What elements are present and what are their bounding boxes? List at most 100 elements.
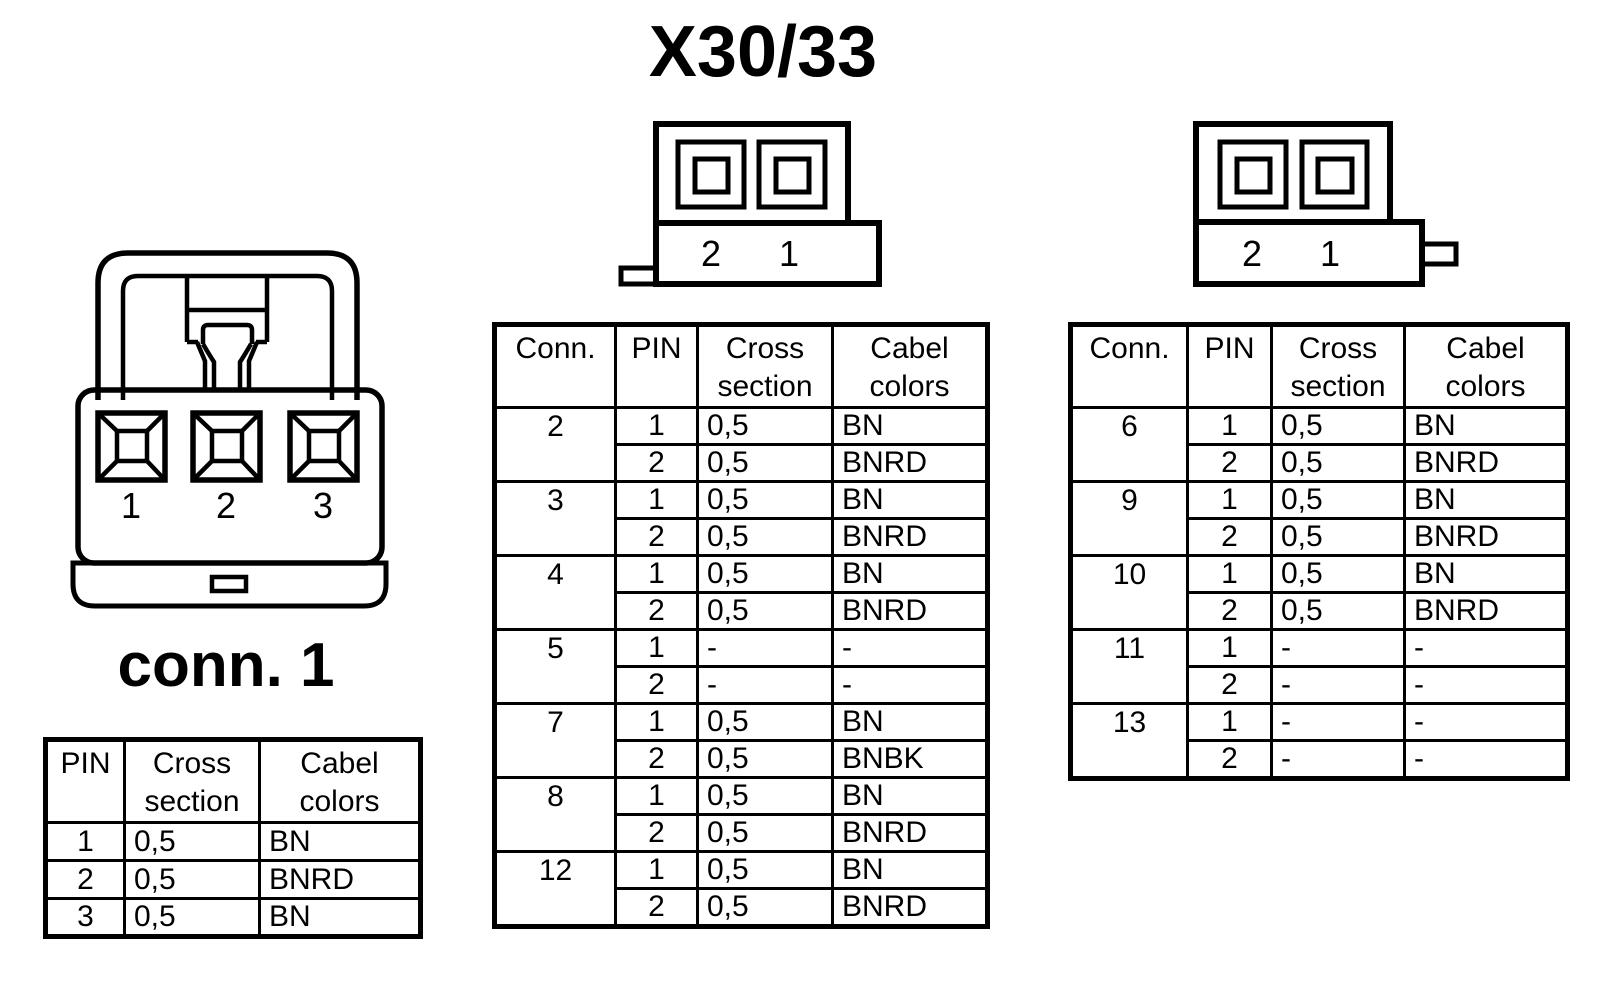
conn-number: 5	[493, 628, 617, 705]
side-tab	[1419, 241, 1459, 267]
cross-section: 0,5	[123, 897, 261, 938]
column-header: PIN	[44, 738, 126, 824]
cross-section: -	[1270, 739, 1406, 780]
pin-number: 2	[1186, 665, 1273, 705]
connector-base	[70, 560, 389, 609]
connector-right-drawing: 2 1	[1193, 121, 1459, 287]
cable-color: BN	[258, 821, 422, 862]
column-header: Cross section	[1270, 323, 1406, 409]
cable-color: BN	[831, 776, 989, 816]
pin-cavity-2	[1217, 139, 1289, 210]
conn-number: 12	[493, 850, 617, 928]
conn-number: 2	[493, 406, 617, 483]
cable-color: -	[831, 628, 989, 668]
pin-number: 2	[614, 591, 699, 631]
pin-number-label: 3	[313, 485, 333, 526]
conn-number: 13	[1069, 702, 1189, 780]
cross-section: -	[696, 628, 834, 668]
pin-number: 1	[614, 850, 699, 890]
column-header: Cabel colors	[1403, 323, 1569, 409]
pin-cavity-1	[756, 139, 828, 210]
base-slot	[209, 574, 249, 594]
column-header: Cabel colors	[258, 738, 422, 824]
cross-section: -	[1270, 665, 1406, 705]
cable-color: BNRD	[1403, 517, 1569, 557]
cross-section: 0,5	[696, 850, 834, 890]
cross-section: 0,5	[696, 739, 834, 779]
cable-color: BNRD	[831, 813, 989, 853]
pin-number: 1	[1186, 406, 1273, 446]
pin-number: 1	[1186, 628, 1273, 668]
pin-number-label: 1	[1320, 233, 1340, 274]
cable-color: -	[1403, 739, 1569, 780]
pin-number: 2	[614, 517, 699, 557]
cross-section: 0,5	[123, 859, 261, 900]
conn-number: 9	[1069, 480, 1189, 557]
cable-color: BNRD	[831, 591, 989, 631]
cross-section: 0,5	[696, 702, 834, 742]
cable-color: -	[1403, 628, 1569, 668]
cable-color: BN	[831, 406, 989, 446]
cross-section: 0,5	[1270, 406, 1406, 446]
pin-number: 2	[1186, 443, 1273, 483]
conn-number: 6	[1069, 406, 1189, 483]
pin-number: 2	[1186, 739, 1273, 780]
cross-section: 0,5	[1270, 591, 1406, 631]
cable-color: BNRD	[1403, 591, 1569, 631]
table-row: 2--	[495, 665, 989, 705]
pin-number: 1	[1186, 702, 1273, 742]
pin-number: 3	[44, 897, 126, 938]
cross-section: 0,5	[696, 406, 834, 446]
cable-color: -	[831, 665, 989, 705]
cable-color: BN	[258, 897, 422, 938]
pin-cavity-1	[95, 410, 168, 483]
column-header: Cross section	[123, 738, 261, 824]
cross-section: -	[1270, 628, 1406, 668]
cable-color: BN	[1403, 554, 1569, 594]
cross-section: 0,5	[1270, 480, 1406, 520]
column-header: Cabel colors	[831, 323, 989, 409]
column-header: Conn.	[1069, 323, 1189, 409]
connector-base	[653, 220, 882, 287]
cable-color: BNBK	[831, 739, 989, 779]
latch-outline	[95, 250, 360, 400]
pin-number: 2	[614, 887, 699, 928]
cross-section: -	[1270, 702, 1406, 742]
cross-section: 0,5	[696, 813, 834, 853]
table-row: 2--	[1071, 665, 1569, 705]
pin-number-label: 1	[121, 485, 141, 526]
pin-number: 1	[1186, 554, 1273, 594]
table-row: 2--	[1071, 739, 1569, 780]
cable-color: BNRD	[1403, 443, 1569, 483]
pin-cavity-3	[287, 410, 360, 483]
pin-number: 1	[614, 480, 699, 520]
connector-1-caption: conn. 1	[117, 631, 335, 700]
conn-number: 4	[493, 554, 617, 631]
column-header: PIN	[614, 323, 699, 409]
cross-section: 0,5	[696, 554, 834, 594]
cross-section: 0,5	[1270, 554, 1406, 594]
pin-number-label: 1	[779, 233, 799, 274]
page-title: X30/33	[648, 12, 878, 92]
pin-cavity-2	[675, 139, 747, 210]
cable-color: BN	[831, 554, 989, 594]
pin-number: 1	[614, 406, 699, 446]
cable-color: BNRD	[258, 859, 422, 900]
cable-color: BNRD	[831, 517, 989, 557]
column-header: Cross section	[696, 323, 834, 409]
pin-number: 2	[614, 739, 699, 779]
